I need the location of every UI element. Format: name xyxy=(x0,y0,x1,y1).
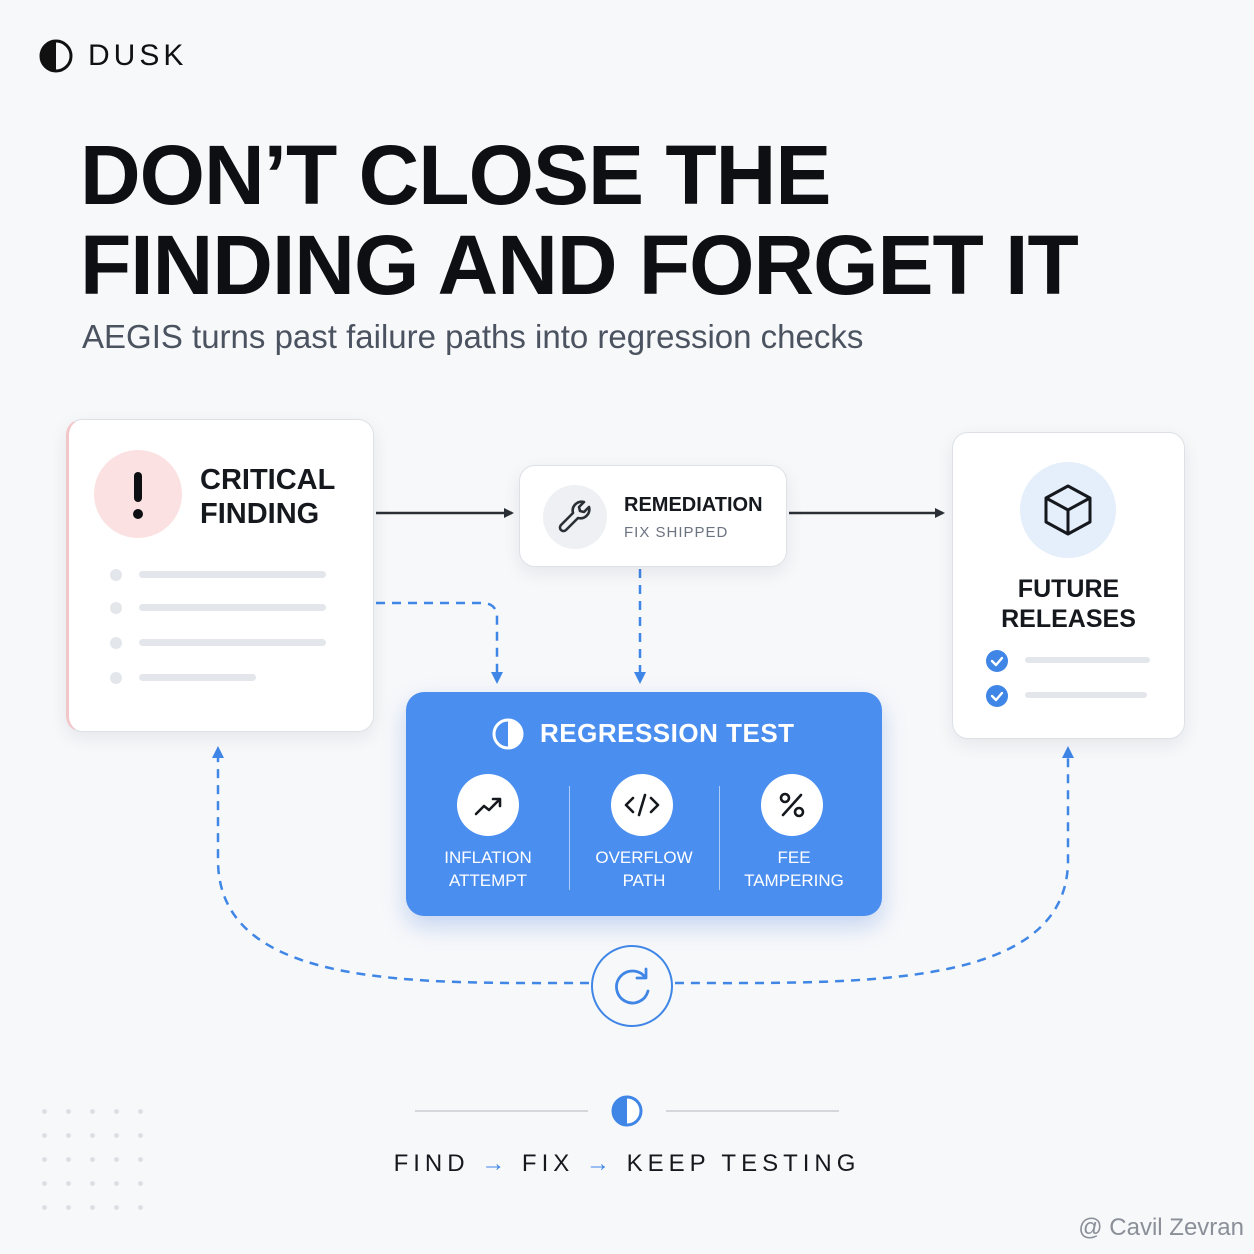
grid-dot xyxy=(114,1181,119,1186)
grid-dot xyxy=(66,1181,71,1186)
grid-dot xyxy=(138,1109,143,1114)
placeholder-bullet xyxy=(110,672,122,684)
half-moon-icon xyxy=(611,1095,643,1127)
future-releases-title: FUTURE RELEASES xyxy=(952,574,1185,634)
regression-test-title: REGRESSION TEST xyxy=(540,718,795,748)
divider xyxy=(719,786,720,890)
critical-title-line-1: CRITICAL xyxy=(200,464,336,496)
grid-dot xyxy=(42,1181,47,1186)
grid-dot xyxy=(138,1133,143,1138)
placeholder-line xyxy=(139,571,326,578)
placeholder-bullet xyxy=(110,637,122,649)
regression-item-line: FEE xyxy=(777,848,811,867)
regression-item-inflation: INFLATION ATTEMPT xyxy=(413,846,563,892)
step-fix: FIX xyxy=(521,1150,575,1177)
remediation-status: FIX SHIPPED xyxy=(624,524,729,541)
headline-line-1: DON’T CLOSE THE xyxy=(80,128,831,222)
regression-item-line: OVERFLOW xyxy=(595,848,693,867)
percent-icon xyxy=(779,792,805,818)
check-icon xyxy=(986,685,1008,707)
grid-dot xyxy=(114,1205,119,1210)
footer-tagline: FIND → FIX → KEEP TESTING xyxy=(0,1150,1254,1178)
grid-dot xyxy=(90,1109,95,1114)
grid-dot xyxy=(90,1133,95,1138)
grid-dot xyxy=(90,1205,95,1210)
grid-dot xyxy=(138,1205,143,1210)
divider xyxy=(569,786,570,890)
regression-item-icon-bg xyxy=(761,774,823,836)
grid-dot xyxy=(138,1181,143,1186)
grid-dot xyxy=(138,1157,143,1162)
placeholder-line xyxy=(139,674,256,681)
remediation-title: REMEDIATION xyxy=(624,494,763,516)
regression-item-icon-bg xyxy=(611,774,673,836)
grid-dot xyxy=(114,1133,119,1138)
grid-dot xyxy=(66,1133,71,1138)
future-title-line-1: FUTURE xyxy=(1017,575,1120,603)
future-title-line-2: RELEASES xyxy=(1001,605,1136,633)
grid-dot xyxy=(66,1205,71,1210)
placeholder-bullet xyxy=(110,602,122,614)
critical-finding-title: CRITICAL FINDING xyxy=(200,463,335,531)
wrench-icon xyxy=(558,500,591,533)
refresh-icon xyxy=(615,967,650,1005)
regression-item-fee: FEE TAMPERING xyxy=(719,846,869,892)
cube-badge xyxy=(1020,462,1116,558)
regression-item-line: TAMPERING xyxy=(744,871,844,890)
trend-up-icon xyxy=(474,797,502,816)
check-icon xyxy=(986,650,1008,672)
regression-item-line: ATTEMPT xyxy=(448,871,528,890)
grid-dot xyxy=(42,1157,47,1162)
grid-dot xyxy=(90,1181,95,1186)
critical-title-line-2: FINDING xyxy=(200,498,320,530)
placeholder-line xyxy=(139,604,326,611)
dashed-loop-left xyxy=(212,746,590,985)
step-keep-testing: KEEP TESTING xyxy=(626,1150,861,1177)
regression-item-icon-bg xyxy=(457,774,519,836)
brand: DUSK xyxy=(38,38,187,74)
brand-name: DUSK xyxy=(88,39,188,72)
exclamation-icon xyxy=(133,472,143,519)
half-moon-icon xyxy=(492,718,524,750)
cube-icon xyxy=(1044,484,1092,536)
placeholder-bullet xyxy=(110,569,122,581)
grid-dot xyxy=(90,1157,95,1162)
dashed-critical-to-regression xyxy=(376,601,503,684)
grid-dot xyxy=(42,1205,47,1210)
watermark: @ Cavil Zevran xyxy=(1078,1214,1244,1241)
placeholder-line xyxy=(139,639,326,646)
grid-dot xyxy=(114,1157,119,1162)
dashed-loop-right xyxy=(674,746,1074,985)
grid-dot xyxy=(42,1109,47,1114)
code-icon xyxy=(624,793,660,817)
grid-dot xyxy=(66,1109,71,1114)
grid-dot xyxy=(66,1157,71,1162)
subtitle: AEGIS turns past failure paths into regr… xyxy=(82,318,864,355)
placeholder-line xyxy=(1025,692,1147,698)
regression-item-line: PATH xyxy=(622,871,666,890)
grid-dot xyxy=(42,1133,47,1138)
headline-line-2: FINDING AND FORGET IT xyxy=(80,218,1079,312)
loop-badge xyxy=(591,945,673,1027)
wrench-badge xyxy=(543,485,607,549)
headline: DON’T CLOSE THE FINDING AND FORGET IT xyxy=(80,130,1200,310)
half-moon-icon xyxy=(39,39,73,73)
regression-item-line: INFLATION xyxy=(444,848,532,867)
regression-item-overflow: OVERFLOW PATH xyxy=(569,846,719,892)
grid-dot xyxy=(114,1109,119,1114)
arrow-right-icon: → xyxy=(481,1150,511,1177)
alert-badge xyxy=(94,450,182,538)
arrow-right-icon: → xyxy=(585,1150,615,1177)
step-find: FIND xyxy=(393,1150,470,1177)
placeholder-line xyxy=(1025,657,1150,663)
